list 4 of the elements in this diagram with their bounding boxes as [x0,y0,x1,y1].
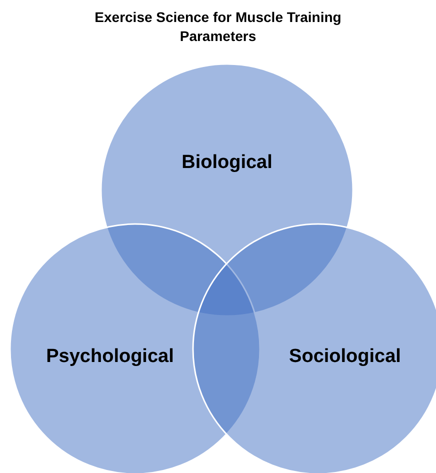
diagram-title: Exercise Science for Muscle Training Parameters [94,8,342,46]
circle-label: Sociological [289,346,401,368]
circle-label: Psychological [46,346,174,368]
circle-label: Biological [182,152,272,174]
